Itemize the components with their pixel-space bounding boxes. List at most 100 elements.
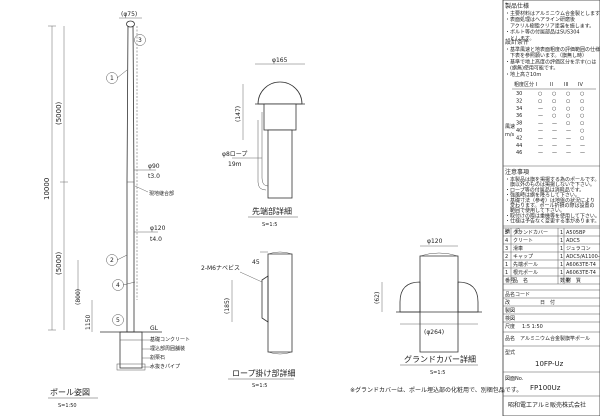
dim-800: (800) [75,289,82,305]
ground-cover-title: グランドカバー詳細 [404,354,476,364]
wind-cell: — [566,143,571,149]
foundation-label-1: 基礎コンクリート [150,336,190,343]
callout-2: 2 [106,254,128,266]
rope-hook-scale: S=1:5 [252,383,267,389]
ground-cover-detail: φ120 (62) (φ264) グランドカバー詳細 S=1:5 [374,238,482,376]
wind-cell: — [552,135,557,141]
spec-line: ・ボルト等の付属部品はSUS304 [505,29,580,36]
top-diameter-dim: (φ75) [121,11,137,18]
tip-detail: φ165 (147) φ8ロープ 19m 先端部詳細 S=1:5 [222,57,305,228]
wind-cell: — [538,135,543,141]
spec-line: ・主要材料はアルミニウム合金製とします。 [505,10,600,17]
caution-line: ・基礎寸法（参考）は地盤の状況により [505,197,595,204]
code-label: 品名コード [505,291,530,298]
total-height-dim: 10000 [43,178,51,200]
wind-cell: ○ [566,121,570,127]
dim-1150: 1150 [85,315,92,330]
wind-cell: ○ [552,113,556,119]
mid-thickness: t3.0 [148,173,160,180]
wind-cell: 46 [516,150,522,156]
wind-cell: ○ [580,98,584,104]
hook-dim-185: (185) [224,298,231,314]
wind-cell: 32 [516,98,522,104]
wind-cell: 42 [516,135,522,141]
rope-diameter: φ8ロープ [222,151,247,158]
parts-header-cell: 材 質 [566,277,581,284]
design-title: 設計条件 [505,38,529,46]
svg-text:3: 3 [138,37,142,44]
callout-1: 1 [106,69,128,84]
hook-dim-45: 45 [252,259,260,266]
wind-cell: ○ [566,98,570,104]
parts-cell: キャップ [513,254,533,260]
wind-unit: m/s [505,132,515,138]
spec-line: アクリル樹脂クリア塗装を施します。 [505,22,594,29]
wind-cell: ○ [566,106,570,112]
wind-cell: ○ [538,91,542,97]
parts-cell: 1 [560,230,563,236]
parts-cell: 2 [505,254,508,260]
design-line: (旗無)使用可能です。 [505,65,558,72]
wind-cell: — [538,121,543,127]
foundation-label-3: 割栗石 [150,354,165,361]
joint-label: 現地継合部 [149,190,174,197]
wind-cell: ○ [580,121,584,127]
parts-cell: 先端ポール [513,261,538,268]
callout-4: 4 [112,279,136,291]
caution-line: ・強風時は旗を降ろして下さい。 [505,192,580,199]
parts-cell: 1 [560,246,563,252]
scale-label: 尺度 [505,323,515,330]
wind-header-cell: III [564,82,568,88]
drawing-no: FP100Uz [530,384,561,392]
scale-value: 1:5 1:50 [522,324,543,330]
name-label: 品名 [505,335,515,342]
wind-cell: — [538,143,543,149]
wind-cell: ○ [552,106,556,112]
wind-cell: — [552,143,557,149]
wind-cell: — [538,150,543,156]
parts-cell: A6063TE-T4 [566,262,596,268]
tip-detail-title: 先端部詳細 [252,206,292,216]
parts-cell: 1 [560,254,563,260]
wind-cell: 44 [516,143,522,149]
wind-cell: — [538,128,543,134]
parts-cell: 1 [560,270,563,276]
revision-label: 改 [505,299,510,306]
wind-cell: ○ [580,113,584,119]
drawing-no-label: 図面No. [505,376,524,382]
base-thickness: t4.0 [150,236,162,243]
parts-cell: ADC5 [566,238,580,244]
rope-hook-title: ロープ掛け部詳細 [232,368,296,378]
foundation-label-2: 埋込部周囲舗装 [150,345,185,352]
wind-cell: ○ [566,91,570,97]
wind-cell: — [566,128,571,134]
cover-diameter: (φ264) [424,329,444,336]
pole-elevation-scale: S=1:50 [58,403,77,409]
tip-height: (147) [235,106,242,122]
caution-line: ・仕様は予告なく変更する事があります。 [505,218,600,225]
company-name: 昭和電工アルミ販売株式会社 [508,401,586,409]
wind-side-label: 風速 [505,124,515,130]
wind-cell: ○ [552,98,556,104]
gl-label: GL [150,325,159,332]
svg-text:4: 4 [116,282,120,289]
date-label: 日 付 [540,299,555,306]
parts-cell: A505BP [566,230,585,236]
wind-cell: ○ [566,113,570,119]
parts-cell: 1 [505,270,508,276]
wind-cell: — [538,106,543,112]
svg-text:5: 5 [116,317,120,324]
caution-line: ・取付けの際は重機等を使用して下さい。 [505,212,600,219]
base-diameter: φ120 [150,225,166,232]
mid-diameter: φ90 [148,163,160,170]
wind-cell: 34 [516,106,522,112]
remarks-title: 摘 記 [505,228,520,235]
check-label: 検図 [505,315,515,322]
parts-cell: グランドカバー [513,229,548,236]
spec-line: とします。 [505,36,535,42]
cover-height: (62) [374,292,381,304]
design-line: 下表を参照願います。（旗無し時） [505,52,587,59]
